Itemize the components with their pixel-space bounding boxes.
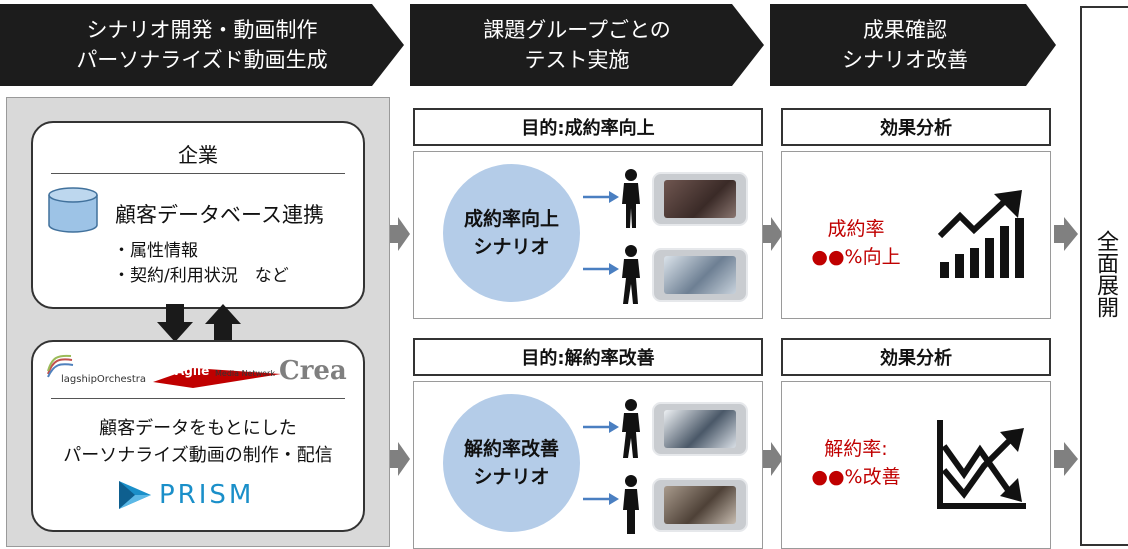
row1-result-panel: 成約率 ●●%向上 <box>781 151 1051 319</box>
row2-blue-arrow-1-icon <box>583 421 619 433</box>
rollout-text: 全面展開 <box>1093 230 1118 318</box>
arrow-row2-to-rollout-icon <box>1054 442 1078 476</box>
partners-desc-1: 顧客データをもとにした <box>99 418 297 439</box>
rollout-box: 全面展開 <box>1080 6 1128 546</box>
row1-person-2-icon <box>622 245 640 304</box>
flagship-logo-icon <box>47 354 74 378</box>
arrow-to-row2-icon <box>390 442 410 476</box>
decline-chart-icon <box>937 420 1026 509</box>
step-3-line1: 成果確認 <box>863 18 947 42</box>
agile-logo-text: Agile <box>175 364 210 378</box>
row2-phone-2-icon <box>652 478 748 532</box>
step-3-chevron: 成果確認 シナリオ改善 <box>770 4 1056 86</box>
step-1-line1: シナリオ開発・動画制作 <box>86 18 318 42</box>
database-label: 顧客データベース連携 <box>115 203 324 227</box>
step-2-line2: テスト実施 <box>524 48 630 72</box>
crea-logo-text: Crea <box>279 356 347 386</box>
prism-logo-icon <box>119 481 151 509</box>
company-box: 企業 顧客データベース連携 ・属性情報 ・契約/利用状況 など <box>31 121 365 309</box>
prism-logo-text: PRISM <box>159 480 255 510</box>
agile-logo-swoosh-icon <box>153 368 281 388</box>
bullet-attributes: ・属性情報 <box>113 241 198 261</box>
row1-person-1-icon <box>622 169 640 228</box>
step-2-line1: 課題グループごとの <box>483 18 671 42</box>
bullet-contract-usage: ・契約/利用状況 など <box>113 266 289 286</box>
down-arrow-icon <box>157 304 193 342</box>
growth-chart-icon <box>937 190 1024 278</box>
row1-result-line1: 成約率 <box>827 218 885 240</box>
partners-box: lagshipOrchestra Agile Media Network Cre… <box>31 340 365 532</box>
row2-result-line1: 解約率: <box>824 438 888 460</box>
row2-result-panel: 解約率: ●●%改善 <box>781 381 1051 549</box>
row1-blue-arrow-1-icon <box>583 191 619 203</box>
row2-scenario-line1: 解約率改善 <box>463 438 559 460</box>
row1-phone-1-icon <box>652 172 748 226</box>
step-3-line2: シナリオ改善 <box>842 48 968 72</box>
arrow-row1-to-rollout-icon <box>1054 217 1078 251</box>
partners-desc-2: パーソナライズ動画の制作・配信 <box>63 445 333 466</box>
row2-scenario-line2: シナリオ <box>473 466 550 488</box>
row1-analysis-header: 効果分析 <box>781 108 1051 146</box>
step-1-line2: パーソナライズド動画生成 <box>76 48 328 72</box>
arrow-to-row1-icon <box>390 217 410 251</box>
row1-scenario-panel: 成約率向上 シナリオ <box>413 151 763 319</box>
row1-purpose-text: 目的:成約率向上 <box>521 118 655 139</box>
row2-scenario-circle: 解約率改善 シナリオ <box>443 394 580 532</box>
step-1-chevron: シナリオ開発・動画制作 パーソナライズド動画生成 <box>0 4 404 86</box>
row1-scenario-line2: シナリオ <box>473 236 550 258</box>
row1-scenario-circle: 成約率向上 シナリオ <box>443 164 580 302</box>
step-2-chevron: 課題グループごとの テスト実施 <box>410 4 764 86</box>
row2-purpose-header: 目的:解約率改善 <box>413 338 763 376</box>
arrow-row1-to-analysis-icon <box>763 217 783 251</box>
flagship-logo-text: lagshipOrchestra <box>61 374 147 385</box>
row2-purpose-text: 目的:解約率改善 <box>521 348 655 369</box>
row2-phone-1-icon <box>652 402 748 456</box>
arrow-row2-to-analysis-icon <box>763 442 783 476</box>
company-title: 企業 <box>178 143 218 167</box>
row1-phone-2-icon <box>652 248 748 302</box>
row1-analysis-text: 効果分析 <box>880 118 952 139</box>
row1-purpose-header: 目的:成約率向上 <box>413 108 763 146</box>
row1-scenario-line1: 成約率向上 <box>463 208 559 230</box>
up-arrow-icon <box>205 304 241 342</box>
row2-person-2-icon <box>623 475 639 534</box>
row2-person-1-icon <box>622 399 640 458</box>
row1-blue-arrow-2-icon <box>583 263 619 275</box>
row2-scenario-panel: 解約率改善 シナリオ <box>413 381 763 549</box>
row2-analysis-text: 効果分析 <box>880 348 952 369</box>
agile-logo-subtext: Media Network <box>215 369 275 378</box>
row2-result-line2: ●●%改善 <box>811 466 901 488</box>
row1-result-line2: ●●%向上 <box>811 246 901 268</box>
row2-blue-arrow-2-icon <box>583 493 619 505</box>
database-icon <box>48 187 98 233</box>
row2-analysis-header: 効果分析 <box>781 338 1051 376</box>
